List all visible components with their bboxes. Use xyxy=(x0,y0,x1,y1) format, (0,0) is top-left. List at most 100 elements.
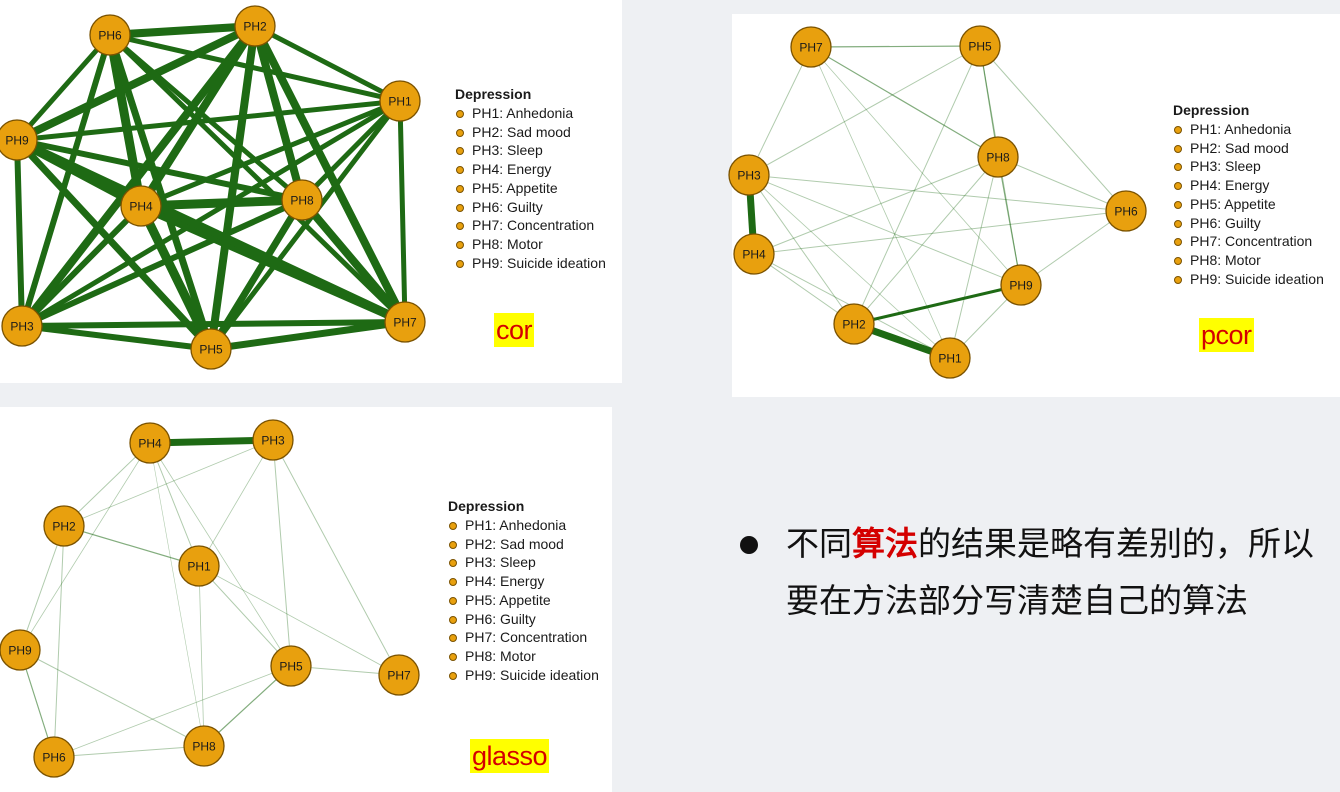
node-label: PH8 xyxy=(192,740,216,754)
legend-item: PH7: Concentration xyxy=(448,628,599,647)
legend-dot-icon xyxy=(456,184,464,193)
edge-PH1-PH4 xyxy=(138,98,403,209)
node-circle xyxy=(790,26,832,68)
node-label: PH1 xyxy=(388,95,412,109)
legend-dot-icon xyxy=(1174,256,1182,265)
legend-item-label: PH2: Sad mood xyxy=(472,123,571,140)
node-ph3: PH3 xyxy=(1,305,43,347)
legend-item: PH3: Sleep xyxy=(455,141,606,160)
legend-dot-icon xyxy=(449,652,457,661)
legend-dot-icon xyxy=(449,522,457,530)
edge-PH4-PH9 xyxy=(19,442,151,651)
node-circle xyxy=(1105,190,1147,232)
legend-dot-icon xyxy=(456,259,464,268)
edge-PH3-PH2 xyxy=(63,439,274,527)
node-circle xyxy=(252,419,294,461)
edge-PH5-PH8 xyxy=(207,196,306,353)
legend-item-label: PH6: Guilty xyxy=(472,198,543,215)
legend-item: PH6: Guilty xyxy=(448,610,599,629)
node-ph9: PH9 xyxy=(1000,264,1042,306)
node-label: PH4 xyxy=(129,200,153,214)
edge-PH3-PH9 xyxy=(14,137,25,329)
legend-dot-icon xyxy=(456,203,464,212)
edge-PH4-PH5 xyxy=(136,201,216,354)
legend-dot-icon xyxy=(456,128,464,137)
legend-item: PH4: Energy xyxy=(455,160,606,179)
legend-dot-icon xyxy=(449,596,457,605)
legend-item-label: PH1: Anhedonia xyxy=(465,517,567,533)
legend-item-label: PH9: Suicide ideation xyxy=(1190,270,1324,287)
node-ph4: PH4 xyxy=(733,233,775,275)
edge-PH1-PH8 xyxy=(299,98,403,203)
edge-PH5-PH2 xyxy=(853,45,981,325)
legend-item: PH9: Suicide ideation xyxy=(1173,270,1324,289)
node-circle xyxy=(0,119,38,161)
edge-PH5-PH6 xyxy=(979,45,1127,212)
edge-PH6-PH9 xyxy=(1020,210,1127,286)
legend-item: PH5: Appetite xyxy=(448,591,599,610)
legend-item-label: PH6: Guilty xyxy=(465,610,536,627)
node-circle xyxy=(0,629,41,671)
node-ph6: PH6 xyxy=(89,14,131,56)
legend-dot-icon xyxy=(449,540,457,549)
node-label: PH8 xyxy=(986,151,1010,165)
edge-PH9-PH8 xyxy=(19,649,205,747)
legend-dot-icon xyxy=(456,222,464,231)
legend-item: PH4: Energy xyxy=(1173,176,1324,195)
legend-item-label: PH8: Motor xyxy=(1190,251,1261,268)
legend-item-label: PH3: Sleep xyxy=(465,554,536,571)
legend-item: PH9: Suicide ideation xyxy=(448,666,599,685)
node-ph4: PH4 xyxy=(120,185,162,227)
legend-title: Depression xyxy=(455,86,532,102)
node-circle xyxy=(733,233,775,275)
legend-item-label: PH8: Motor xyxy=(465,647,536,664)
legend-item: PH7: Concentration xyxy=(455,216,606,235)
node-ph5: PH5 xyxy=(190,328,232,370)
node-label: PH1 xyxy=(187,560,211,574)
legend-dot-icon xyxy=(456,240,464,249)
edge-PH3-PH8 xyxy=(19,197,305,329)
legend-dot-icon xyxy=(1174,163,1182,172)
edge-PH1-PH5 xyxy=(198,565,292,667)
node-ph8: PH8 xyxy=(183,725,225,767)
node-ph9: PH9 xyxy=(0,119,38,161)
legend-item: PH3: Sleep xyxy=(448,553,599,572)
legend-dot-icon xyxy=(456,110,464,118)
edge-PH4-PH1 xyxy=(149,442,200,567)
legend-item-label: PH5: Appetite xyxy=(465,591,551,608)
node-circle xyxy=(384,301,426,343)
legend-item: PH8: Motor xyxy=(1173,251,1324,270)
legend-dot-icon xyxy=(449,559,457,568)
edge-PH6-PH7 xyxy=(107,32,408,325)
node-circle xyxy=(89,14,131,56)
node-ph2: PH2 xyxy=(833,303,875,345)
legend-item: PH1: Anhedonia xyxy=(1173,120,1324,139)
node-label: PH8 xyxy=(290,194,314,208)
edge-PH3-PH9 xyxy=(748,174,1022,286)
legend-item: PH3: Sleep xyxy=(1173,157,1324,176)
edge-PH2-PH8 xyxy=(251,22,306,204)
legend-item: PH8: Motor xyxy=(448,647,599,666)
node-label: PH6 xyxy=(42,751,66,765)
legend-item: PH1: Anhedonia xyxy=(455,104,606,123)
edge-PH6-PH8 xyxy=(53,745,205,758)
node-circle xyxy=(120,185,162,227)
node-label: PH3 xyxy=(737,169,761,183)
edge-PH8-PH9 xyxy=(997,156,1022,286)
node-label: PH3 xyxy=(261,434,285,448)
explanation-note: 不同算法的结果是略有差别的，所以要在方法部分写清楚自己的算法 xyxy=(740,515,1330,629)
legend-item-label: PH9: Suicide ideation xyxy=(465,666,599,683)
edge-PH3-PH6 xyxy=(19,32,113,329)
edge-PH3-PH4 xyxy=(19,203,144,329)
legend-dot-icon xyxy=(1174,144,1182,153)
glasso-method-label: glasso xyxy=(470,739,550,773)
edge-PH7-PH5 xyxy=(810,45,981,48)
edge-PH7-PH8 xyxy=(298,196,409,326)
